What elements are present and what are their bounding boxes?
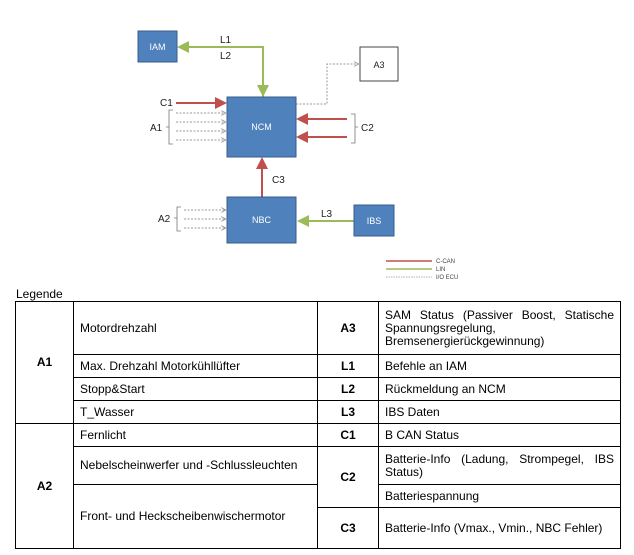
label-l2: L2: [220, 51, 232, 62]
label-c3: C3: [272, 175, 285, 186]
code-c3: C3: [317, 507, 379, 549]
legend-table: A1 Motordrehzahl A3 SAM Status (Passiver…: [15, 301, 621, 549]
label-l3: L3: [321, 209, 333, 220]
code-a2: A2: [15, 423, 74, 549]
desc-a1-2: Max. Drehzahl Motorkühllüfter: [73, 354, 318, 378]
ibs-box: IBS: [353, 204, 395, 237]
code-a3: A3: [317, 301, 379, 355]
io-line-a3: [296, 64, 358, 105]
code-l1: L1: [317, 354, 379, 378]
table-row: Front- und Heckscheibenwischermotor Batt…: [16, 484, 621, 549]
desc-c1: B CAN Status: [378, 423, 621, 447]
label-c2: C2: [361, 123, 374, 134]
desc-l2: Rückmeldung an NCM: [378, 377, 621, 401]
a2-inputs: [184, 210, 225, 228]
desc-a1-4: T_Wasser: [73, 400, 318, 424]
table-row: A1 Motordrehzahl A3 SAM Status (Passiver…: [15, 301, 621, 424]
iam-label: IAM: [149, 42, 165, 52]
desc-c2-1: Batterie-Info (Ladung, Strompegel, IBS S…: [378, 446, 621, 485]
desc-a2-1: Fernlicht: [73, 423, 318, 447]
code-c2: C2: [317, 446, 379, 508]
desc-a1-3: Stopp&Start: [73, 377, 318, 401]
legend-io-ecu: I/O ECU: [436, 275, 458, 281]
label-c1: C1: [160, 98, 173, 109]
iam-box: IAM: [137, 30, 178, 63]
table-row: T_Wasser L3 IBS Daten: [16, 400, 621, 424]
desc-c3: Batterie-Info (Vmax., Vmin., NBC Fehler): [378, 507, 621, 549]
label-l1: L1: [220, 35, 232, 46]
desc-a2-2: Nebelscheinwerfer und -Schlussleuchten: [73, 446, 318, 485]
line-type-legend: C-CAN LIN I/O ECU: [386, 259, 458, 281]
legend-c-can: C-CAN: [436, 259, 455, 265]
code-l3: L3: [317, 400, 379, 424]
desc-a2-3: Front- und Heckscheibenwischermotor: [73, 484, 318, 549]
legend-lin: LIN: [436, 267, 445, 273]
a3-box: A3: [359, 46, 399, 82]
legend-title: Legende: [16, 287, 63, 301]
ncm-box: NCM: [226, 96, 297, 158]
ibs-label: IBS: [367, 216, 382, 226]
desc-l3: IBS Daten: [378, 400, 621, 424]
table-row: C3 Batterie-Info (Vmax., Vmin., NBC Fehl…: [16, 507, 621, 549]
network-diagram: IAM NCM NBC IBS A3 L1 L2 C1 A1 C2 C3 A2 …: [137, 30, 458, 281]
code-l2: L2: [317, 377, 379, 401]
table-row: Nebelscheinwerfer und -Schlussleuchten C…: [16, 446, 621, 508]
desc-a1-1: Motordrehzahl: [73, 301, 318, 355]
desc-c2-2: Batteriespannung: [378, 484, 621, 508]
label-a1: A1: [150, 123, 163, 134]
table-row: Max. Drehzahl Motorkühllüfter L1 Befehle…: [16, 354, 621, 378]
c2-bracket: [351, 113, 358, 144]
table-row: A2 Fernlicht C1 B CAN Status: [15, 423, 621, 549]
code-c1: C1: [317, 423, 379, 447]
code-a1: A1: [15, 301, 74, 424]
desc-l1: Befehle an IAM: [378, 354, 621, 378]
nbc-box: NBC: [226, 196, 297, 244]
desc-a3: SAM Status (Passiver Boost, Statische Sp…: [378, 301, 621, 355]
ncm-label: NCM: [251, 122, 272, 132]
nbc-label: NBC: [252, 215, 272, 225]
a1-inputs: [176, 113, 225, 140]
a2-bracket: [174, 206, 181, 232]
a3-label: A3: [373, 60, 384, 70]
label-a2: A2: [158, 214, 171, 225]
a1-bracket: [166, 109, 173, 145]
table-row: Stopp&Start L2 Rückmeldung an NCM: [16, 377, 621, 401]
